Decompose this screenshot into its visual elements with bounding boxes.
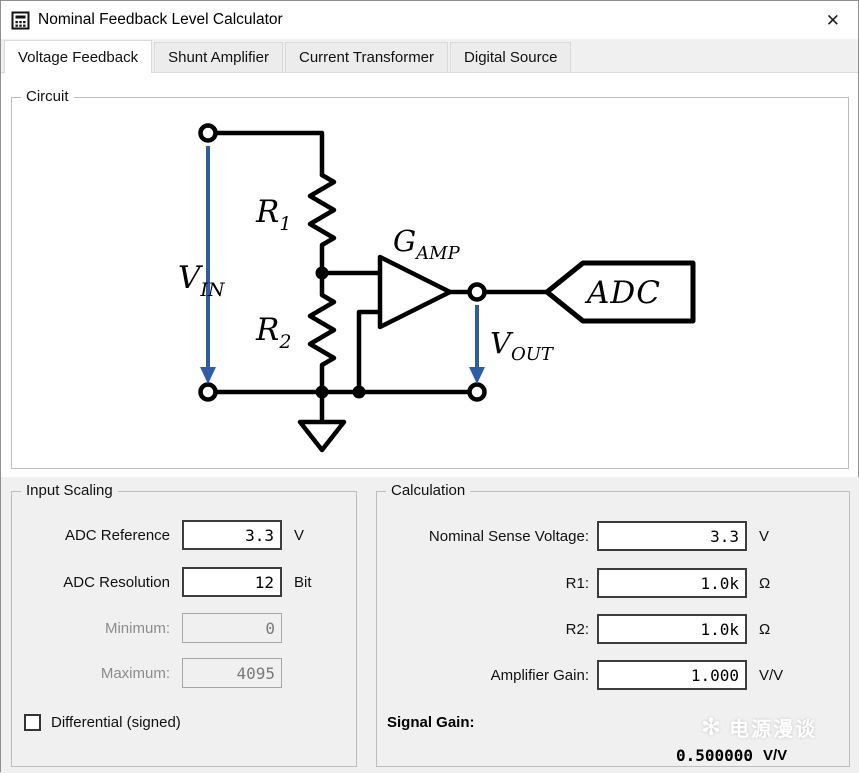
r2-label: R2 [255,312,291,353]
wire-top [205,130,325,178]
resistor-r2 [307,270,337,395]
input-scaling-groupbox: Input Scaling ADC Reference V ADC Resolu… [11,482,357,767]
nominal-sense-voltage-unit: V [759,527,770,545]
title-bar: Nominal Feedback Level Calculator ✕ [1,1,858,39]
amplifier-gain-label: Amplifier Gain: [490,666,589,684]
dandelion-logo-icon: ✻ [701,714,722,741]
input-scaling-legend: Input Scaling [21,482,118,499]
close-icon[interactable]: ✕ [825,10,840,30]
amplifier-gain-input[interactable] [597,660,747,690]
vout-label: VOUT [490,326,555,365]
adc-resolution-label: ADC Resolution [63,573,170,591]
adc-label: ADC [584,275,661,311]
r1-label: R1 [255,194,291,235]
junction-dot [352,385,366,399]
signal-gain-value: 0.500000 [675,746,753,765]
vin-label: VIN [178,260,226,301]
minimum-label: Minimum: [104,619,170,637]
r1-unit: Ω [759,574,771,592]
nominal-sense-voltage-input[interactable] [597,521,747,551]
circuit-groupbox: Circuit [11,88,849,469]
r2-input-label: R2: [565,620,589,638]
window-title: Nominal Feedback Level Calculator [38,11,283,28]
amplifier-gain-unit: V/V [759,666,784,684]
terminal-node [467,282,487,302]
terminal-node [198,123,218,143]
gamp-label: GAMP [393,224,461,264]
calculation-groupbox: Calculation Nominal Sense Voltage: V R1:… [376,482,850,767]
r1-input-label: R1: [565,574,589,592]
tab-digital-source[interactable]: Digital Source [450,42,572,72]
tab-strip: Voltage Feedback Shunt Amplifier Current… [1,39,858,73]
voltage-feedback-page: Circuit [1,73,858,477]
wire-opamp-input-bottom [356,309,383,395]
calculator-icon [11,11,30,29]
signal-gain-result-row: 0.500000 V/V [385,746,799,765]
nominal-sense-voltage-label: Nominal Sense Voltage: [428,527,589,545]
circuit-diagram: VIN R1 R2 GAMP VOUT ADC [178,123,696,453]
r2-unit: Ω [759,620,771,638]
adc-reference-unit: V [294,526,305,544]
tab-current-transformer[interactable]: Current Transformer [284,42,449,72]
differential-checkbox-label: Differential (signed) [51,714,181,731]
watermark: ✻ 电源漫谈 [701,713,817,742]
terminal-node [467,382,487,402]
minimum-input [182,613,282,643]
differential-checkbox-row: Differential (signed) [24,714,181,731]
watermark-text: 电源漫谈 [729,719,818,741]
tab-voltage-feedback[interactable]: Voltage Feedback [4,40,153,73]
vout-arrowhead [469,367,485,384]
maximum-input [182,658,282,688]
terminal-node [198,382,218,402]
junction-dot [315,266,329,280]
signal-gain-unit: V/V [763,747,788,764]
differential-checkbox[interactable] [24,714,41,731]
opamp-symbol [377,254,453,330]
lower-panel: Input Scaling ADC Reference V ADC Resolu… [1,477,859,773]
r2-input[interactable] [597,614,747,644]
adc-reference-input[interactable] [182,520,282,550]
resistor-r1 [307,172,337,276]
adc-resolution-input[interactable] [182,567,282,597]
r1-input[interactable] [597,568,747,598]
adc-symbol [544,260,696,324]
circuit-legend: Circuit [21,88,74,105]
ground-symbol [297,419,347,453]
maximum-label: Maximum: [100,664,170,682]
adc-resolution-unit: Bit [294,573,312,591]
junction-dot [315,385,329,399]
tab-shunt-amplifier[interactable]: Shunt Amplifier [154,42,283,72]
vin-arrowhead [200,367,216,384]
adc-reference-label: ADC Reference [64,526,170,544]
calculation-legend: Calculation [386,482,471,499]
signal-gain-label: Signal Gain: [387,714,475,731]
